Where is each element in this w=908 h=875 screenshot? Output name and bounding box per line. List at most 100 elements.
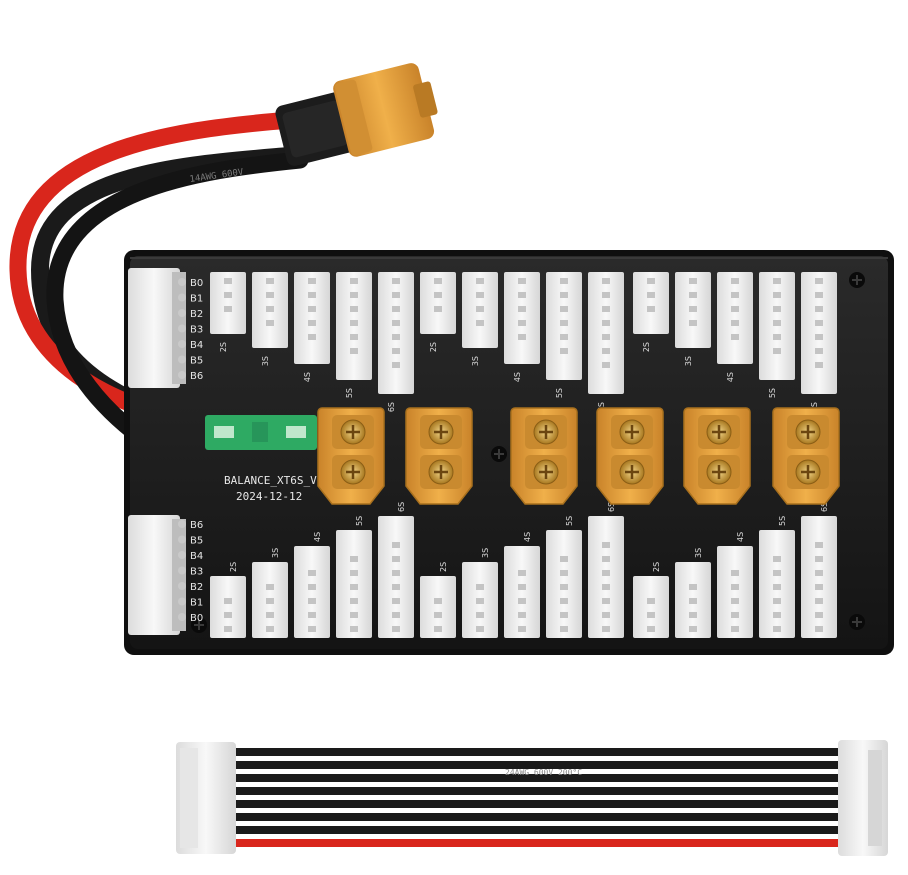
cable-wire [230, 813, 842, 821]
balance-port-top [717, 272, 753, 364]
pin-label: B2 [190, 582, 203, 593]
pin-dot [178, 371, 186, 379]
port-label-bottom: 5S [355, 516, 364, 526]
cable-wire-print: 24AWG 600V 200°C [505, 768, 582, 777]
port-label-bottom: 4S [523, 532, 532, 542]
pin-dot [178, 355, 186, 364]
balance-input-top [128, 268, 186, 388]
port-label-top: 4S [726, 372, 735, 382]
balance-port-bottom [801, 516, 837, 638]
pin-dot [178, 520, 186, 528]
balance-port-bottom [210, 576, 246, 638]
balance-port-top [504, 272, 540, 364]
port-label-bottom: 4S [313, 532, 322, 542]
pin-dot [178, 613, 186, 621]
pin-label: B4 [190, 340, 203, 351]
xt60-output [510, 407, 578, 505]
pin-label: B2 [190, 309, 203, 320]
pin-dot [178, 597, 186, 606]
balance-port-top [633, 272, 669, 334]
power-lead: 14AWG 600V [9, 63, 438, 484]
pin-dot [178, 324, 186, 333]
pin-label: B5 [190, 536, 203, 547]
balance-port-top [378, 272, 414, 394]
port-label-top: 2S [219, 342, 228, 352]
balance-input-bottom [128, 515, 186, 635]
port-label-top: 2S [642, 342, 651, 352]
port-label-bottom: 3S [271, 548, 280, 558]
pin-label: B0 [190, 278, 203, 289]
port-label-top: 5S [768, 388, 777, 398]
port-label-top: 2S [429, 342, 438, 352]
port-label-top: 3S [471, 356, 480, 366]
green-fuse [205, 415, 317, 450]
xt60-output [596, 407, 664, 505]
pin-dot [178, 551, 186, 559]
port-label-top: 4S [303, 372, 312, 382]
balance-port-bottom [717, 546, 753, 638]
port-label-top: 5S [555, 388, 564, 398]
port-label-bottom: 5S [565, 516, 574, 526]
pin-dot [178, 340, 186, 348]
cable-wire [230, 774, 842, 782]
port-label-bottom: 2S [229, 562, 238, 572]
cable-wire [230, 839, 842, 847]
port-label-bottom: 6S [820, 502, 829, 512]
balance-port-top [294, 272, 330, 364]
pin-dot [178, 293, 186, 302]
port-label-top: 5S [345, 388, 354, 398]
port-label-top: 3S [684, 356, 693, 366]
cable-wire [230, 826, 842, 834]
balance-port-bottom [588, 516, 624, 638]
pin-dot [178, 278, 186, 286]
xt60-output [772, 407, 840, 505]
corner-screws [191, 272, 865, 633]
board-name: BALANCE_XT6S_V1.0 [224, 474, 337, 487]
cable-wire [230, 800, 842, 808]
cable-wire [230, 761, 842, 769]
xt60-plug [275, 63, 438, 166]
cable-wire [230, 787, 842, 795]
balance-port-top [420, 272, 456, 334]
port-label-bottom: 4S [736, 532, 745, 542]
port-label-top: 4S [513, 372, 522, 382]
pin-dot [178, 582, 186, 590]
pin-dot [178, 535, 186, 544]
pin-label: B6 [190, 371, 203, 382]
balance-ports: 2S 2S 3S 3S 4S 4S 5S 5S 6S 6S 2S 2S 3S 3S 4S 4S 5S 5S 6S 6S… [210, 272, 837, 638]
cable-connector-right [838, 740, 888, 856]
board-date: 2024-12-12 [236, 490, 302, 503]
pin-label: B1 [190, 598, 203, 609]
balance-port-top [801, 272, 837, 394]
port-label-bottom: 3S [481, 548, 490, 558]
balance-port-top [588, 272, 624, 394]
port-label-bottom: 6S [607, 502, 616, 512]
pin-label: B1 [190, 294, 203, 305]
port-label-bottom: 6S [397, 502, 406, 512]
balance-port-bottom [504, 546, 540, 638]
port-label-bottom: 2S [439, 562, 448, 572]
balance-port-bottom [633, 576, 669, 638]
xt60-output [405, 407, 473, 505]
balance-port-bottom [420, 576, 456, 638]
pin-dot [178, 309, 186, 317]
port-label-bottom: 2S [652, 562, 661, 572]
pin-label: B3 [190, 567, 203, 578]
pin-label: B5 [190, 356, 203, 367]
pin-dot [178, 566, 186, 575]
balance-extension-cable: 24AWG 600V 200°C [176, 740, 888, 856]
xt60-outputs [317, 407, 840, 505]
pin-label: B4 [190, 551, 203, 562]
port-label-top: 3S [261, 356, 270, 366]
pin-label: B0 [190, 613, 203, 624]
port-label-top: 6S [597, 402, 606, 412]
pin-label: B6 [190, 520, 203, 531]
balance-port-bottom [294, 546, 330, 638]
pin-label: B3 [190, 325, 203, 336]
balance-port-top [210, 272, 246, 334]
port-label-top: 6S [387, 402, 396, 412]
